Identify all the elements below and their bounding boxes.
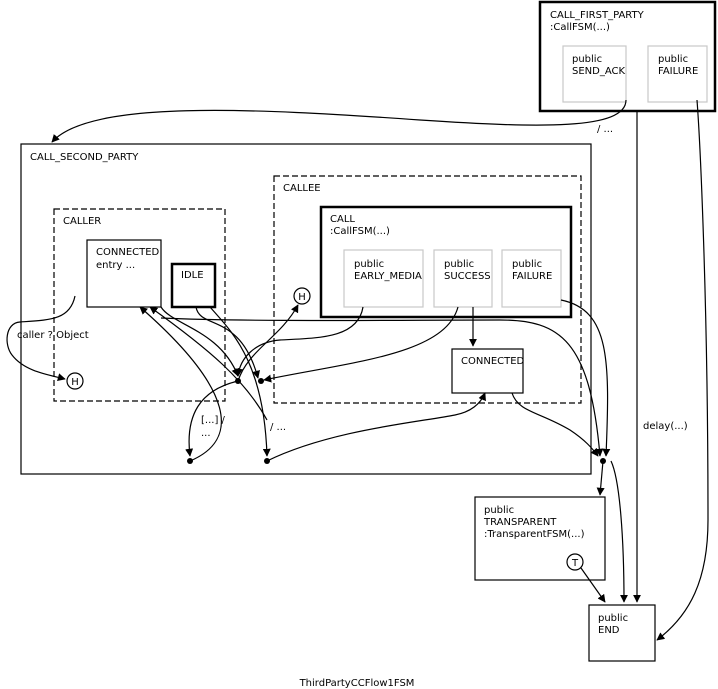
edge-early-media-to-junction[interactable]	[234, 306, 364, 377]
edge-caller-object-to-history[interactable]	[6, 295, 76, 382]
port-success-visibility: public	[444, 259, 474, 270]
edge-success-to-junction[interactable]	[263, 306, 459, 383]
state-transparent[interactable]	[474, 496, 606, 581]
state-call-first-party-type: :CallFSM(...)	[550, 22, 610, 33]
region-caller[interactable]	[53, 208, 226, 402]
edge-send-ack-to-second-party[interactable]	[51, 99, 627, 143]
state-call-name: CALL	[330, 214, 355, 225]
state-end-visibility: public	[598, 613, 628, 624]
state-callee-connected-name: CONNECTED	[461, 356, 525, 367]
port-send-ack[interactable]	[562, 45, 627, 103]
diagram-title: ThirdPartyCCFlow1FSM	[299, 678, 415, 689]
edge-junction-d-to-connected[interactable]	[266, 392, 486, 462]
edge-junction-e-to-transparent[interactable]	[596, 460, 605, 496]
port-call-failure-name: FAILURE	[512, 271, 552, 282]
edge-idle-to-junction-d[interactable]	[209, 306, 271, 457]
edge-guard-to-caller-connected[interactable]	[139, 306, 222, 462]
edge-caller-connected-to-junction[interactable]	[160, 306, 240, 377]
edge-junction-e-to-end[interactable]	[610, 460, 628, 603]
state-call-first-party-name: CALL_FIRST_PARTY	[550, 10, 645, 21]
terminate-circle[interactable]	[566, 553, 584, 571]
region-callee[interactable]	[273, 175, 582, 404]
state-caller-connected[interactable]	[86, 239, 162, 308]
label-guard-line2: ...	[201, 428, 211, 439]
label-delay: delay(...)	[643, 421, 688, 432]
port-early-media-visibility: public	[354, 259, 384, 270]
junction-b	[258, 378, 264, 384]
state-idle-name: IDLE	[181, 270, 204, 281]
edge-second-party-to-junction-e[interactable]	[160, 317, 604, 457]
label-slash-edge: / ...	[270, 422, 286, 433]
port-success-name: SUCCESS	[444, 271, 491, 282]
state-call-type: :CallFSM(...)	[330, 226, 390, 237]
state-end-name: END	[598, 625, 620, 636]
region-caller-name: CALLER	[63, 216, 101, 227]
edge-terminate-to-end[interactable]	[580, 567, 606, 603]
state-idle[interactable]	[170, 262, 217, 309]
port-first-failure-visibility: public	[658, 54, 688, 65]
history-caller-circle[interactable]	[66, 372, 84, 390]
edge-idle-to-junction[interactable]	[195, 306, 260, 379]
state-caller-connected-action: entry ...	[96, 260, 135, 271]
port-first-failure[interactable]	[647, 45, 708, 103]
port-call-failure[interactable]	[501, 249, 562, 308]
port-early-media[interactable]	[343, 249, 424, 308]
port-early-media-name: EARLY_MEDIA	[354, 271, 422, 282]
state-callee-connected[interactable]	[451, 348, 524, 394]
region-callee-name: CALLEE	[283, 183, 321, 194]
edge-first-failure-to-end[interactable]	[656, 99, 709, 641]
edge-to-caller-connected[interactable]	[149, 306, 268, 421]
edge-connected-to-junction-e[interactable]	[511, 392, 599, 457]
port-success[interactable]	[433, 249, 493, 308]
history-callee-circle[interactable]	[293, 287, 311, 305]
history-caller-label: H	[71, 377, 79, 388]
state-end[interactable]	[588, 604, 656, 662]
port-send-ack-name: SEND_ACK	[572, 66, 625, 77]
edge-junction-to-history[interactable]	[237, 304, 299, 382]
state-transparent-name: TRANSPARENT	[483, 517, 557, 528]
label-send-ack-edge: / ...	[597, 124, 613, 135]
edge-call-failure-to-junction-e[interactable]	[560, 299, 611, 457]
port-send-ack-visibility: public	[572, 54, 602, 65]
label-guard-line1: [...] /	[201, 415, 226, 426]
state-call-second-party-name: CALL_SECOND_PARTY	[30, 152, 139, 163]
edge-junction-a-down[interactable]	[185, 380, 239, 457]
port-first-failure-name: FAILURE	[658, 66, 698, 77]
state-transparent-visibility: public	[484, 505, 514, 516]
label-caller-object: caller ? Object	[17, 330, 89, 341]
state-caller-connected-name: CONNECTED	[96, 247, 160, 258]
port-call-failure-visibility: public	[512, 259, 542, 270]
state-transparent-type: :TransparentFSM(...)	[484, 529, 585, 540]
history-callee-label: H	[298, 292, 306, 303]
terminate-label: T	[571, 558, 579, 569]
